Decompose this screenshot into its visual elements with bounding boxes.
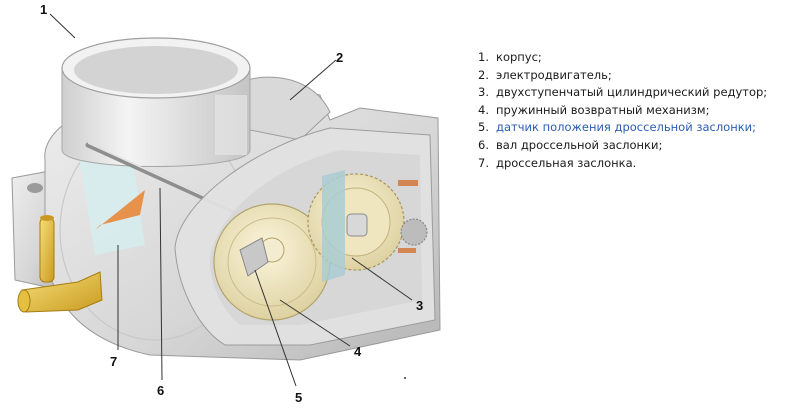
motor-housing — [239, 76, 331, 141]
stray-dot — [404, 377, 406, 379]
leader-line-3 — [351, 257, 413, 301]
callout-5: 5 — [295, 390, 302, 405]
position-sensor — [239, 237, 269, 277]
return-spring-gear-ring — [227, 217, 317, 307]
spring-plate — [322, 170, 345, 282]
leader-line-4 — [279, 299, 351, 347]
hose-fitting-end — [17, 289, 31, 313]
bracket-hole — [27, 183, 43, 193]
callout-7: 7 — [110, 354, 117, 369]
legend-number: 7. — [478, 155, 489, 170]
gear-axle — [346, 213, 368, 237]
callout-1: 1 — [40, 2, 47, 17]
throttle-flap — [95, 190, 145, 230]
leader-line-1 — [49, 13, 76, 39]
legend-item-1: 1. корпус; — [478, 49, 767, 67]
legend-number: 5. — [478, 120, 489, 135]
throttle-body-illustration: 1 2 3 4 5 6 7 — [11, 2, 441, 405]
parts-legend: 1. корпус; 2. электродвигатель; 3. двухступ… — [478, 49, 767, 172]
legend-item-3: 3. двухступенчатый цилиндрический редутор… — [478, 84, 767, 102]
inlet-bore — [74, 46, 238, 94]
callout-6: 6 — [157, 383, 164, 398]
legend-text: дроссельная заслонка. — [496, 155, 637, 170]
legend-item-6: 6. вал дроссельной заслонки; — [478, 137, 767, 155]
legend-number: 3. — [478, 85, 489, 100]
legend-link-text[interactable]: датчик положения дроссельной заслонки; — [496, 120, 757, 135]
callout-4: 4 — [354, 344, 362, 359]
legend-item-5-link[interactable]: 5. датчик положения дроссельной заслонки; — [478, 119, 767, 137]
inlet-cutaway — [215, 95, 247, 155]
leader-line-6 — [159, 187, 163, 381]
callout-2: 2 — [336, 50, 343, 65]
legend-text: электродвигатель; — [496, 67, 612, 82]
legend-number: 2. — [478, 67, 489, 82]
legend-number: 6. — [478, 137, 489, 152]
motor-pinion — [400, 218, 428, 246]
legend-number: 1. — [478, 50, 489, 64]
legend-item-2: 2. электродвигатель; — [478, 67, 767, 85]
callout-3: 3 — [416, 298, 423, 313]
legend-text: вал дроссельной заслонки; — [496, 137, 663, 152]
legend-text: двухступенчатый цилиндрический редутор; — [496, 85, 768, 100]
leader-line-5 — [254, 269, 297, 387]
leader-line-2 — [289, 59, 337, 101]
legend-item-4: 4. пружинный возвратный механизм; — [478, 102, 767, 120]
legend-text: корпус; — [496, 50, 542, 64]
hose-fitting-top — [40, 215, 54, 221]
hose-fitting-elbow — [21, 271, 103, 313]
hose-fitting-pipe — [39, 217, 55, 283]
legend-text: пружинный возвратный механизм; — [496, 102, 710, 117]
legend-item-7: 7. дроссельная заслонка. — [478, 155, 767, 173]
terminal-bottom — [398, 248, 416, 253]
terminal-top — [398, 180, 418, 186]
throttle-plate-glass — [78, 140, 145, 255]
legend-number: 4. — [478, 102, 489, 117]
